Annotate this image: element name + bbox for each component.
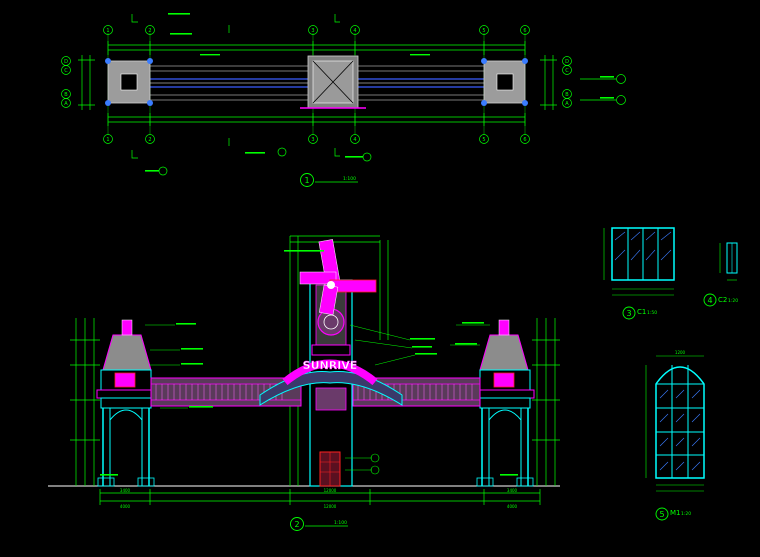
svg-text:4000: 4000 — [507, 504, 518, 509]
svg-text:6: 6 — [523, 28, 526, 34]
elevation-bottom-dimensions — [99, 489, 541, 505]
svg-text:1:20: 1:20 — [681, 511, 691, 517]
plan-axis-bubbles-side — [61, 56, 626, 108]
svg-text:4: 4 — [707, 296, 712, 305]
svg-text:1: 1 — [304, 176, 309, 185]
window-c1-detail: 3 C1 1:50 — [603, 227, 675, 320]
svg-text:1:100: 1:100 — [334, 520, 347, 526]
svg-text:C2: C2 — [718, 296, 727, 304]
plan-pillar-right — [481, 58, 528, 106]
sign-banner: SUNRIVE — [259, 359, 403, 406]
svg-text:6: 6 — [523, 137, 526, 143]
svg-text:1:100: 1:100 — [343, 176, 356, 182]
elevation-dim-text: 3400 12000 3400 4000 12000 4000 — [120, 488, 518, 509]
svg-text:A: A — [565, 101, 569, 107]
plan-view: 1 2 3 4 5 6 1 2 3 4 5 6 D C B A D C — [61, 13, 626, 187]
plan-title-block: 1 1:100 — [300, 173, 358, 187]
svg-text:2: 2 — [148, 137, 151, 143]
svg-text:2: 2 — [148, 28, 151, 34]
svg-text:4000: 4000 — [120, 504, 131, 509]
plan-axis-labels-top: 1 2 3 4 5 6 1 2 3 4 5 6 — [106, 28, 526, 143]
elevation-title-block: 2 1:100 — [290, 517, 348, 531]
plan-axis-bubbles-top — [103, 25, 530, 144]
plan-center-tower — [300, 55, 366, 109]
svg-text:A: A — [64, 101, 68, 107]
svg-text:C: C — [64, 68, 68, 74]
elevation-bubbles — [370, 453, 380, 475]
svg-text:1: 1 — [106, 28, 109, 34]
plan-axis-labels-side: D C B A D C B A — [64, 59, 569, 107]
svg-text:3400: 3400 — [120, 488, 131, 493]
elevation-annotations — [100, 250, 518, 476]
svg-text:5: 5 — [659, 510, 664, 519]
svg-text:4: 4 — [353, 137, 356, 143]
svg-text:12000: 12000 — [324, 488, 337, 493]
elevation-leaders — [145, 324, 490, 471]
svg-text:2: 2 — [294, 520, 299, 529]
svg-text:D: D — [64, 59, 68, 65]
svg-text:3: 3 — [311, 28, 314, 34]
svg-text:3400: 3400 — [507, 488, 518, 493]
svg-text:5: 5 — [482, 137, 485, 143]
svg-text:C: C — [565, 68, 569, 74]
svg-text:3: 3 — [626, 309, 631, 318]
svg-text:B: B — [64, 92, 68, 98]
svg-text:1:50: 1:50 — [647, 310, 657, 316]
svg-text:3: 3 — [311, 137, 314, 143]
door-m1-detail: 1200 5 M1 1:20 — [645, 350, 705, 521]
plan-annotations — [145, 13, 614, 172]
svg-text:1200: 1200 — [675, 350, 686, 355]
right-pavilion — [475, 319, 535, 487]
svg-text:1:20: 1:20 — [728, 298, 738, 304]
central-tower — [309, 279, 353, 487]
svg-text:1: 1 — [106, 137, 109, 143]
left-pavilion — [96, 319, 156, 487]
svg-text:C1: C1 — [637, 308, 646, 316]
svg-text:4: 4 — [353, 28, 356, 34]
plan-section-markers — [131, 14, 616, 176]
elevation-side-dimensions — [70, 235, 560, 486]
svg-text:12000: 12000 — [324, 504, 337, 509]
plan-pillar-left — [105, 58, 153, 106]
svg-text:M1: M1 — [670, 509, 681, 517]
elevation-view: 3400 12000 3400 4000 12000 4000 — [48, 235, 560, 531]
window-c2-detail: 4 C2 1:20 — [703, 242, 738, 307]
svg-text:5: 5 — [482, 28, 485, 34]
windmill-blades — [299, 239, 377, 316]
svg-text:D: D — [565, 59, 569, 65]
svg-text:B: B — [565, 92, 569, 98]
sign-text: SUNRIVE — [303, 359, 358, 372]
